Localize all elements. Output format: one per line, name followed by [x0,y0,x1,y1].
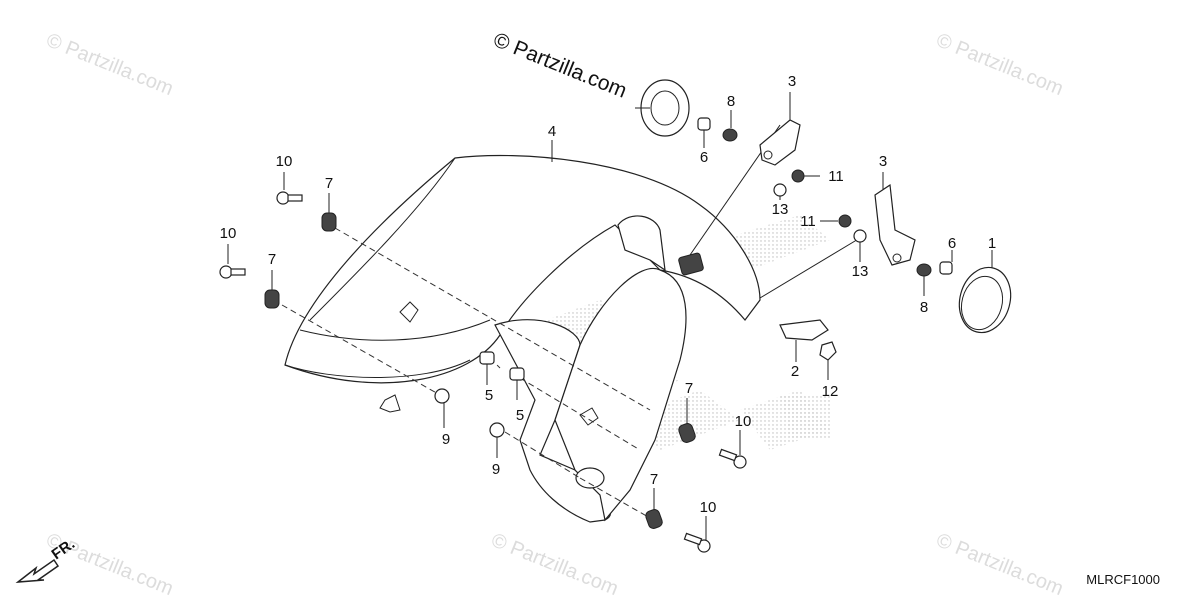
callout-10: 10 [735,413,752,430]
callout-3: 3 [879,153,887,170]
callout-12: 12 [822,383,839,400]
watermark-text: © Partzilla.com [43,29,176,100]
nut-12 [819,341,837,361]
watermark-main: © Partzilla.com [490,28,630,102]
grommet-7-b [264,289,280,309]
diagram-code: MLRCF1000 [1086,572,1160,587]
callout-labels: 1 2 3 3 4 5 5 6 6 7 7 7 7 8 8 9 9 10 10 … [220,73,997,516]
watermark-text: © Partzilla.com [933,29,1066,100]
watermark-text: © Partzilla.com [488,529,621,600]
callout-9: 9 [442,431,450,448]
callout-11: 11 [800,213,816,230]
callout-4: 4 [548,123,556,140]
front-fender-part [284,154,761,523]
callout-2: 2 [791,363,799,380]
clip-2 [779,319,829,341]
grommet-7-d [645,509,663,529]
callout-10: 10 [700,499,717,516]
callout-5: 5 [516,407,524,424]
rivet-9-b [489,422,505,438]
callout-7: 7 [650,471,658,488]
callout-6: 6 [700,149,708,166]
bolt-10-b [219,265,246,279]
leader-lines [227,92,993,540]
callout-1: 1 [988,235,996,252]
callout-6: 6 [948,235,956,252]
callout-10: 10 [276,153,293,170]
bracket-3-b [874,183,916,266]
collar-6-b [939,261,953,275]
washer-8-a [722,128,738,142]
clip-5-a [479,351,495,365]
callout-13: 13 [772,201,789,218]
bolt-10-d [683,532,711,553]
nut-11-b [838,214,852,228]
watermark-text: © Partzilla.com [933,529,1066,600]
washer-8-b [916,263,932,277]
callout-9: 9 [492,461,500,478]
hardware-parts [219,79,1012,553]
rivet-9-a [434,388,450,404]
washer-13-b [853,229,867,243]
grommet-7-a [321,212,337,232]
nut-11-a [791,169,805,183]
callout-3: 3 [788,73,796,90]
bolt-10-c [718,448,747,469]
bolt-10-a [276,191,303,205]
grommet-7-c [678,423,696,443]
callout-7: 7 [685,380,693,397]
collar-6-a [697,117,711,131]
washer-13-a [773,183,787,197]
callout-11: 11 [828,168,844,185]
callout-7: 7 [268,251,276,268]
callout-13: 13 [852,263,869,280]
callout-7: 7 [325,175,333,192]
callout-8: 8 [727,93,735,110]
clip-5-b [509,367,525,381]
callout-10: 10 [220,225,237,242]
watermark-faint-group: © Partzilla.com © Partzilla.com © Partzi… [43,29,1066,600]
front-arrow-icon [15,558,60,583]
callout-5: 5 [485,387,493,404]
callout-8: 8 [920,299,928,316]
